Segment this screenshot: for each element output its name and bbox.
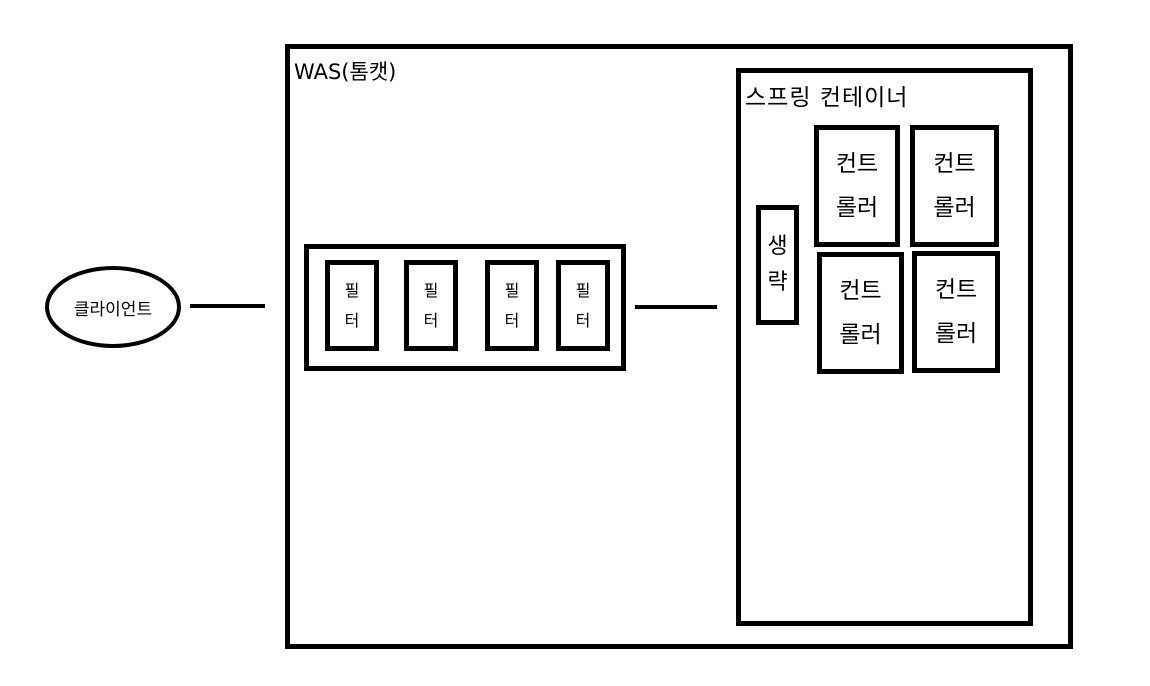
controller-label-1b: 롤러 (835, 195, 879, 221)
spring-title: 스프링 컨테이너 (745, 85, 909, 111)
client-connector-line (190, 304, 265, 308)
controller-label-3a: 컨트 (839, 278, 882, 304)
was-title: WAS(톰캣) (294, 60, 397, 84)
filter-label-3a: 필 (504, 280, 520, 300)
controller-box-2: 컨트 롤러 (910, 125, 999, 247)
filter-connector-line (635, 305, 717, 309)
controller-label-4b: 롤러 (934, 321, 978, 347)
controller-label-2b: 롤러 (933, 195, 976, 221)
filter-label-3b: 터 (504, 310, 520, 330)
omitted-box: 생 략 (756, 205, 799, 325)
filter-label-2a: 필 (423, 280, 439, 300)
controller-box-4: 컨트 롤러 (912, 251, 1000, 373)
omitted-label-b: 략 (767, 270, 788, 295)
filter-box-2: 필 터 (404, 260, 458, 351)
filter-label-1a: 필 (344, 280, 360, 300)
controller-label-4a: 컨트 (934, 277, 978, 303)
filter-box-4: 필 터 (556, 260, 610, 351)
filter-label-2b: 터 (423, 310, 439, 330)
filter-label-1b: 터 (344, 310, 360, 330)
client-label: 클라이언트 (73, 299, 153, 320)
filter-box-3: 필 터 (485, 260, 539, 351)
controller-box-3: 컨트 롤러 (817, 252, 904, 374)
filter-label-4b: 터 (575, 310, 591, 330)
controller-label-1a: 컨트 (835, 151, 879, 177)
controller-label-2a: 컨트 (933, 151, 976, 177)
filter-box-1: 필 터 (325, 260, 379, 351)
controller-label-3b: 롤러 (839, 322, 882, 348)
omitted-label-a: 생 (767, 234, 788, 259)
client-node: 클라이언트 (45, 266, 181, 348)
controller-box-1: 컨트 롤러 (814, 125, 900, 247)
filter-label-4a: 필 (575, 280, 591, 300)
